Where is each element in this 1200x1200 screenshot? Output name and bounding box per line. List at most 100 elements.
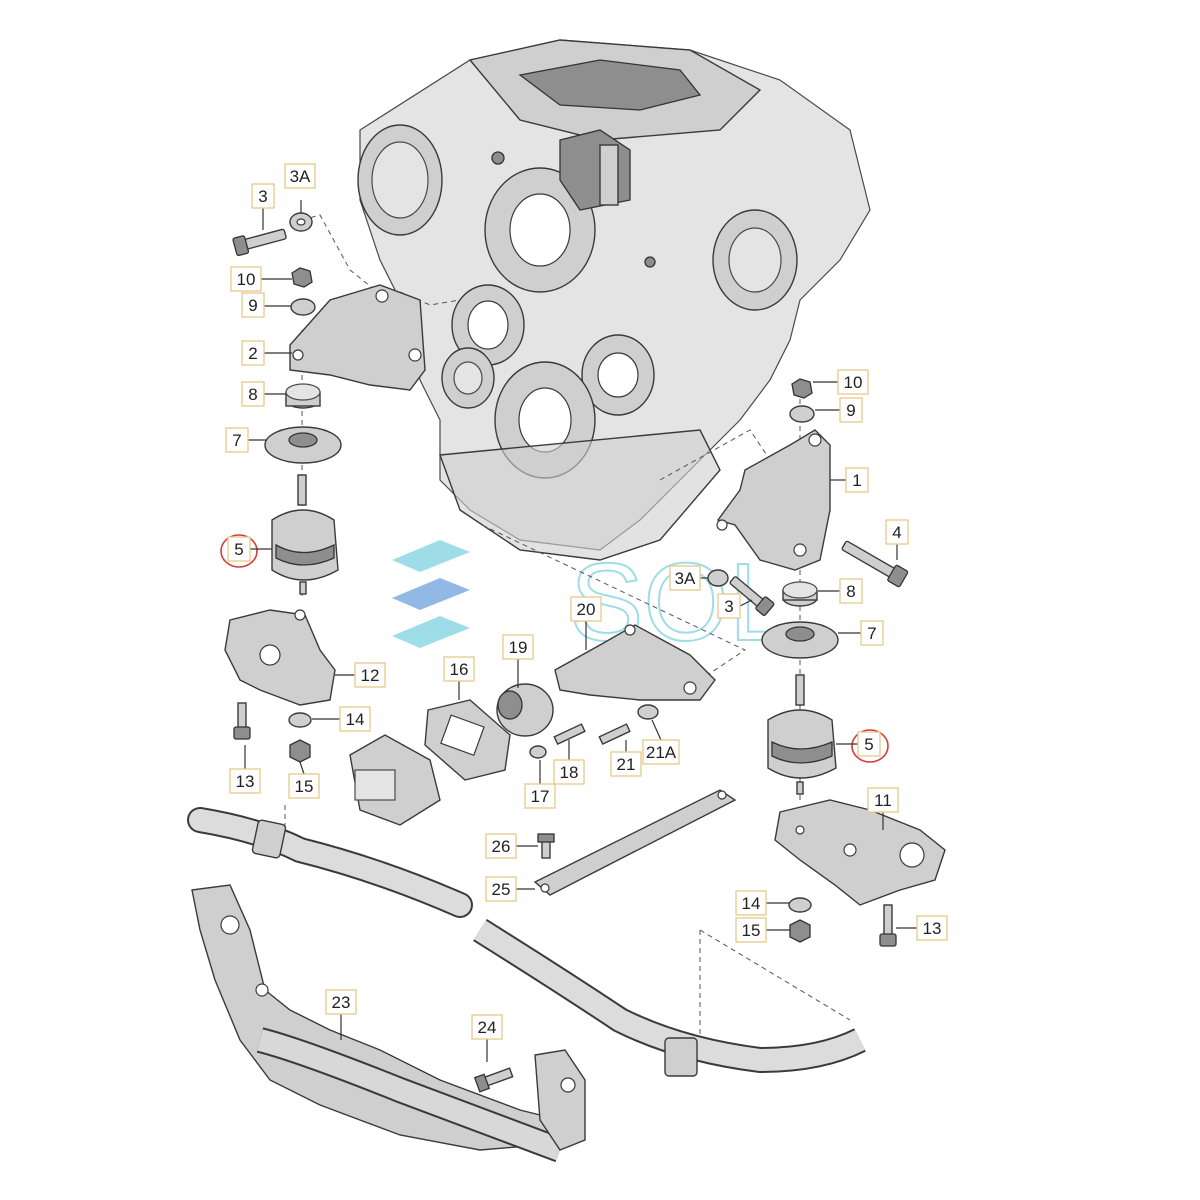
callout-box [354, 662, 386, 688]
callout-c14-right: 14 [735, 890, 767, 916]
callout-number: 21A [646, 743, 677, 762]
callout-c13-left: 13 [229, 768, 261, 794]
callout-box [288, 773, 320, 799]
callout-c14-left: 14 [339, 706, 371, 732]
callout-box [860, 620, 884, 646]
callout-box [839, 397, 863, 423]
callout-number: 9 [846, 401, 855, 420]
callout-number: 18 [560, 763, 579, 782]
callout-box [241, 292, 265, 318]
callout-c5-left: 5 [227, 536, 251, 562]
callout-number: 7 [867, 624, 876, 643]
left-mount-stack [220, 212, 426, 763]
callout-number: 25 [492, 880, 511, 899]
callout-number: 3A [675, 569, 696, 588]
callout-number: 5 [234, 540, 243, 559]
callout-box [885, 519, 909, 545]
callout-c21: 21 [610, 751, 642, 777]
callout-box [230, 266, 262, 292]
callout-number: 15 [742, 921, 761, 940]
callout-c15-left: 15 [288, 773, 320, 799]
callout-c25: 25 [485, 876, 517, 902]
callout-number: 3 [724, 597, 733, 616]
callout-number: 23 [332, 993, 351, 1012]
callout-number: 9 [248, 296, 257, 315]
callout-box [251, 183, 275, 209]
callout-c4: 4 [885, 519, 909, 545]
callout-c5-right: 5 [857, 731, 881, 757]
callout-number: 14 [742, 894, 761, 913]
callout-number: 7 [232, 431, 241, 450]
callout-c20: 20 [570, 596, 602, 622]
callout-box [339, 706, 371, 732]
callout-box [857, 731, 881, 757]
nut-10-left [291, 267, 313, 288]
callout-c8-left: 8 [241, 381, 265, 407]
stabilizer-bar [187, 807, 866, 1077]
callout-number: 16 [450, 660, 469, 679]
callout-number: 15 [295, 777, 314, 796]
bracket-2 [289, 284, 426, 391]
callout-box [717, 593, 741, 619]
callout-box [502, 634, 534, 660]
callout-box [325, 989, 357, 1015]
callout-number: 21 [617, 755, 636, 774]
callout-number: 24 [478, 1018, 497, 1037]
callout-c3a-right: 3A [669, 565, 701, 591]
callout-c26: 26 [485, 833, 517, 859]
callout-box [241, 340, 265, 366]
leader-lines [244, 200, 917, 1062]
callout-c15-right: 15 [735, 917, 767, 943]
callout-box [610, 751, 642, 777]
callout-c10-right: 10 [837, 369, 869, 395]
callout-box [553, 759, 585, 785]
subframe-23 [191, 884, 586, 1163]
engine-mount-5-left [271, 509, 339, 581]
callout-box [485, 876, 517, 902]
callout-c3a-left: 3A [284, 163, 316, 189]
callout-c18: 18 [553, 759, 585, 785]
callout-number: 8 [846, 582, 855, 601]
bracket-11 [774, 799, 946, 906]
callout-c8-right: 8 [839, 578, 863, 604]
callout-number: 13 [236, 772, 255, 791]
callout-number: 3 [258, 187, 267, 206]
callout-box [735, 917, 767, 943]
callout-box [524, 783, 556, 809]
callout-box [837, 369, 869, 395]
callout-box [485, 833, 517, 859]
callout-box [443, 656, 475, 682]
callout-number: 20 [577, 600, 596, 619]
callout-c10-left: 10 [230, 266, 262, 292]
callout-number: 8 [248, 385, 257, 404]
callout-c3-right: 3 [717, 593, 741, 619]
callout-number: 13 [923, 919, 942, 938]
callout-c12: 12 [354, 662, 386, 688]
callout-box [284, 163, 316, 189]
washer-9-left [290, 298, 316, 316]
callout-number: 17 [531, 787, 550, 806]
callout-number: 12 [361, 666, 380, 685]
support-strut [533, 789, 737, 896]
callout-box [867, 787, 899, 813]
callout-number: 1 [852, 471, 861, 490]
callout-c19: 19 [502, 634, 534, 660]
callout-number: 14 [346, 710, 365, 729]
callout-c16: 16 [443, 656, 475, 682]
callout-c3-left: 3 [251, 183, 275, 209]
right-mount-stack [707, 378, 946, 947]
callout-number: 5 [864, 735, 873, 754]
callout-box [669, 565, 701, 591]
callout-c21a: 21A [642, 739, 680, 765]
bolt-3-left [232, 228, 287, 257]
bracket-1 [716, 429, 831, 571]
callout-box [241, 381, 265, 407]
callout-c7-left: 7 [225, 427, 249, 453]
callout-number: 26 [492, 837, 511, 856]
callout-box [916, 915, 948, 941]
callout-box [229, 768, 261, 794]
callout-c24: 24 [471, 1014, 503, 1040]
